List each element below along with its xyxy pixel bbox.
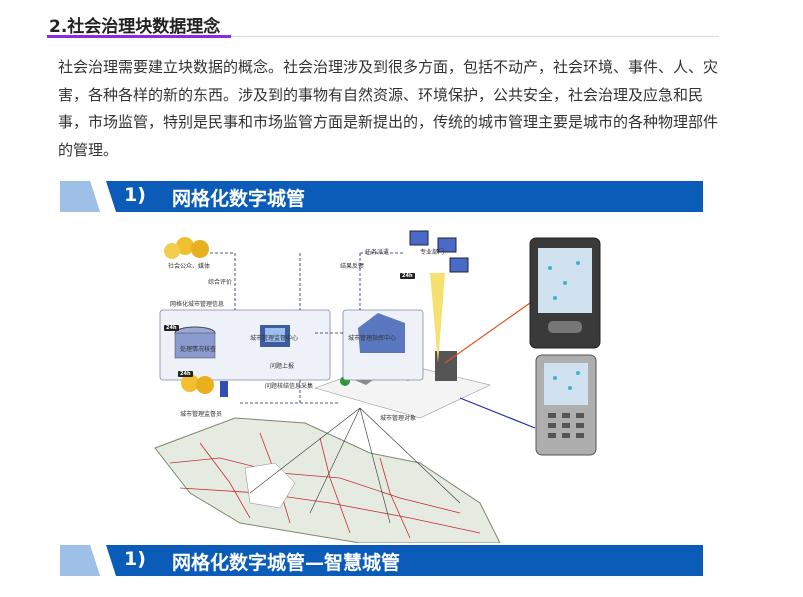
diagram-figure: 1) 网格化数字城管 bbox=[60, 181, 703, 597]
label-case-check: 处理情况核查 bbox=[180, 344, 216, 353]
banner-top: 1) 网格化数字城管 bbox=[60, 181, 703, 212]
banner-bottom: 1) 网格化数字城管—智慧城管 bbox=[60, 545, 703, 576]
banner-top-title: 网格化数字城管 bbox=[172, 184, 305, 211]
label-supervise: 城市管理监督中心 bbox=[250, 333, 298, 342]
city-grid-illustration bbox=[60, 213, 703, 543]
label-collect: 问题核结信息采集 bbox=[265, 381, 313, 390]
label-info-system: 网格化城市管理信息 bbox=[170, 299, 224, 308]
body-paragraph: 社会治理需要建立块数据的概念。社会治理涉及到很多方面，包括不动产，社会环境、事件… bbox=[58, 54, 718, 164]
badge-24h-inspector: 24h bbox=[178, 371, 193, 377]
label-dept: 专业部门 bbox=[420, 247, 444, 256]
label-report: 问题上报 bbox=[270, 361, 294, 370]
label-task: 任务派遣 bbox=[365, 247, 389, 256]
label-command: 城市管理指挥中心 bbox=[348, 333, 396, 342]
label-feedback: 结果反馈 bbox=[340, 261, 364, 270]
heading-accent-bar bbox=[47, 35, 231, 38]
banner-bottom-number: 1) bbox=[124, 548, 146, 570]
label-object: 城市管理对象 bbox=[380, 413, 416, 422]
section-heading: 2.社会治理块数据理念 bbox=[47, 8, 719, 37]
label-eval: 综合评价 bbox=[208, 277, 232, 286]
badge-24h-command: 24h bbox=[400, 273, 415, 279]
badge-24h-info: 24h bbox=[164, 325, 179, 331]
banner-bg bbox=[60, 181, 703, 212]
label-inspector: 城市管理监督员 bbox=[180, 409, 222, 418]
banner-top-number: 1) bbox=[124, 184, 146, 206]
banner-bottom-title: 网格化数字城管—智慧城管 bbox=[172, 548, 400, 575]
label-public: 社会公众、媒体 bbox=[168, 261, 210, 270]
heading-text: 2.社会治理块数据理念 bbox=[49, 12, 220, 37]
